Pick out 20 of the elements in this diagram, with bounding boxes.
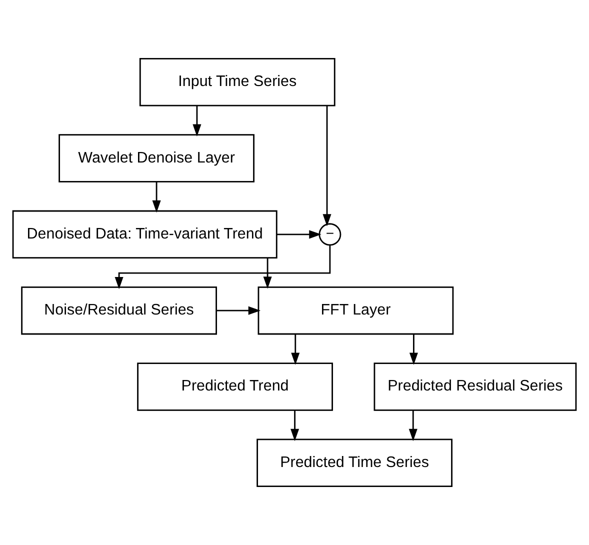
node-box: Predicted Residual Series xyxy=(374,362,577,411)
node-box: Wavelet Denoise Layer xyxy=(58,134,254,182)
node-box: FFT Layer xyxy=(258,286,454,335)
arrow xyxy=(290,410,300,442)
arrow xyxy=(276,230,322,239)
arrow xyxy=(263,258,272,289)
node-box: Denoised Data: Time-variant Trend xyxy=(12,210,278,259)
arrow xyxy=(192,106,202,136)
node-box: Predicted Trend xyxy=(137,362,333,411)
arrow xyxy=(152,182,161,213)
arrow xyxy=(408,410,418,442)
node-box: Noise/Residual Series xyxy=(21,286,217,335)
node-circle: − xyxy=(318,223,342,246)
node-box: Predicted Time Series xyxy=(256,438,452,488)
arrow xyxy=(322,106,332,226)
arrow xyxy=(409,334,418,365)
arrow xyxy=(114,245,331,290)
arrow xyxy=(291,334,300,365)
arrow xyxy=(216,306,261,315)
node-box: Input Time Series xyxy=(139,58,336,106)
